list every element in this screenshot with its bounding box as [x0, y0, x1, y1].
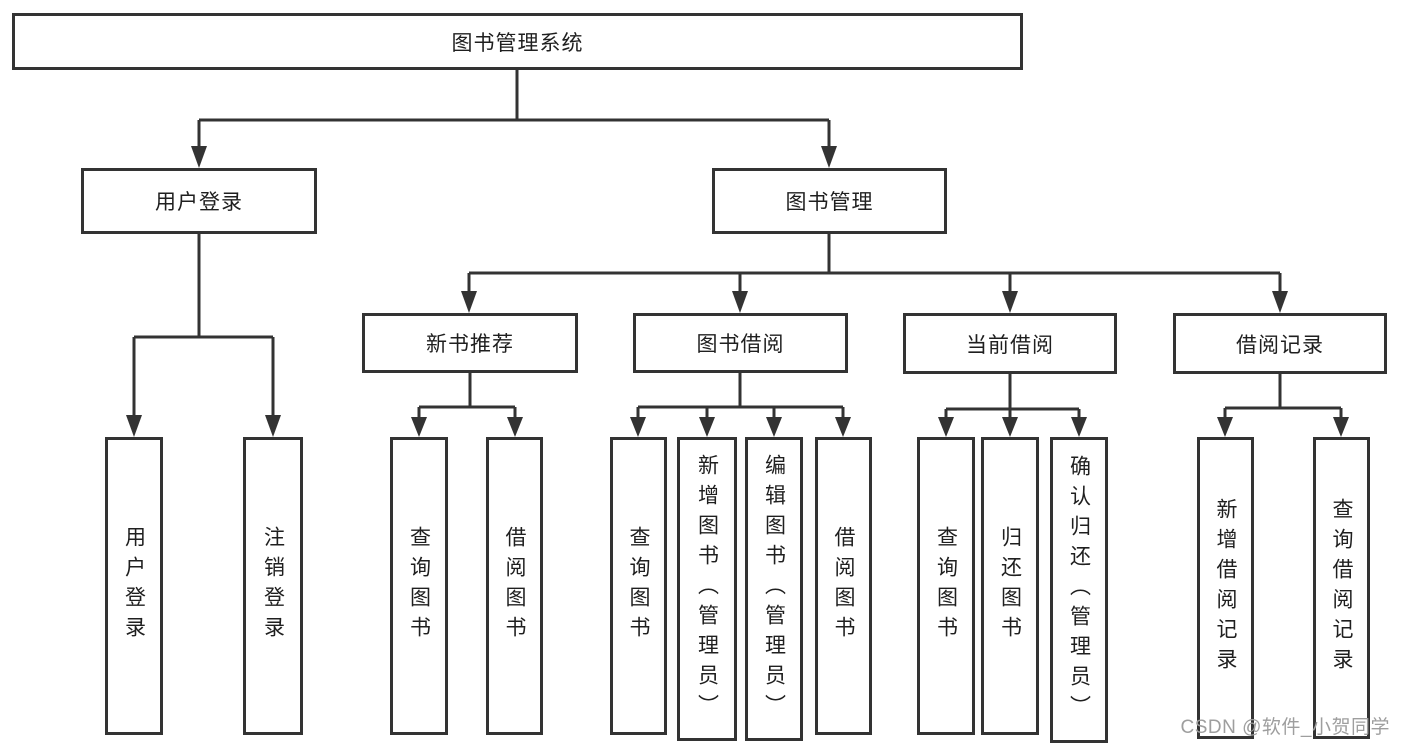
node-return-books-leaf: 归还图书 [981, 437, 1039, 735]
node-label: 新增图书（管理员） [695, 454, 719, 724]
node-label: 新增借阅记录 [1214, 498, 1237, 678]
node-borrow-books-leaf: 借阅图书 [486, 437, 543, 735]
node-label: 查询图书 [407, 526, 431, 646]
node-current-borrowing: 当前借阅 [903, 313, 1117, 374]
node-root: 图书管理系统 [12, 13, 1023, 70]
node-user-login: 用户登录 [81, 168, 317, 234]
node-new-book-recommend: 新书推荐 [362, 313, 578, 373]
node-borrow-records: 借阅记录 [1173, 313, 1387, 374]
node-label: 查询图书 [627, 526, 650, 646]
node-label: 确认归还（管理员） [1067, 455, 1091, 725]
node-label: 借阅图书 [503, 526, 526, 646]
node-label: 图书借阅 [696, 333, 785, 356]
node-add-books-admin-leaf: 新增图书（管理员） [677, 437, 737, 741]
node-label: 图书管理 [785, 191, 874, 214]
node-book-management: 图书管理 [712, 168, 947, 234]
node-user-login-leaf: 用户登录 [105, 437, 163, 735]
node-label: 编辑图书（管理员） [762, 454, 786, 724]
node-label: 当前借阅 [966, 333, 1054, 357]
node-label: 用户登录 [155, 191, 243, 214]
node-label: 图书管理系统 [451, 31, 584, 55]
watermark: CSDN @软件_小贺同学 [1180, 717, 1390, 738]
node-label: 注销登录 [261, 526, 285, 646]
node-query-borrow-record-leaf: 查询借阅记录 [1313, 437, 1370, 739]
node-add-borrow-record-leaf: 新增借阅记录 [1197, 437, 1254, 739]
node-query-books-leaf: 查询图书 [390, 437, 448, 735]
node-book-borrowing: 图书借阅 [633, 313, 848, 373]
node-borrow-books-leaf: 借阅图书 [815, 437, 872, 735]
node-label: 查询图书 [934, 526, 958, 646]
node-label: 归还图书 [998, 526, 1022, 646]
node-edit-books-admin-leaf: 编辑图书（管理员） [745, 437, 803, 741]
node-label: 借阅记录 [1236, 333, 1324, 357]
node-label: 借阅图书 [832, 526, 855, 646]
node-label: 查询借阅记录 [1330, 498, 1353, 678]
node-confirm-return-admin-leaf: 确认归还（管理员） [1050, 437, 1108, 743]
node-query-books-leaf: 查询图书 [610, 437, 667, 735]
node-label: 用户登录 [122, 526, 146, 646]
node-query-books-leaf: 查询图书 [917, 437, 975, 735]
node-label: 新书推荐 [426, 333, 514, 356]
node-logout-leaf: 注销登录 [243, 437, 303, 735]
